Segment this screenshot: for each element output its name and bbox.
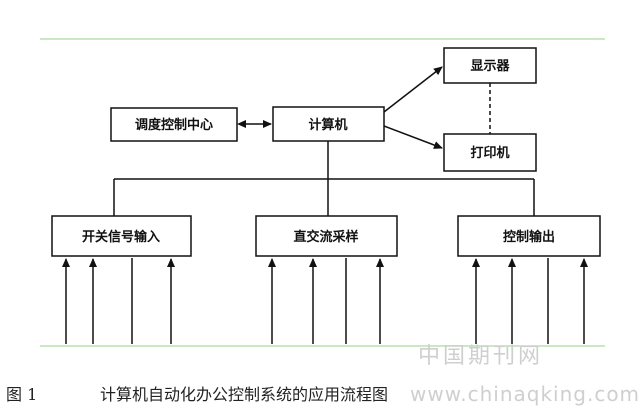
box-control-output: 控制输出 [457, 215, 601, 257]
figure-label: 图 1 [6, 385, 38, 404]
watermark-url: www.chinaqking.com [410, 382, 641, 406]
box-dispatch-center-label: 调度控制中心 [135, 117, 213, 133]
box-switch-input-label: 开关信号输入 [82, 229, 160, 245]
box-computer: 计算机 [272, 106, 385, 142]
box-display: 显示器 [443, 47, 537, 84]
watermark-cn: 中国期刊网 [418, 344, 544, 369]
box-dc-ac-sampling-label: 直交流采样 [293, 229, 358, 245]
computer-to-display-arrow [383, 66, 443, 113]
figure-title: 计算机自动化办公控制系统的应用流程图 [100, 385, 389, 404]
box-printer: 打印机 [443, 133, 537, 172]
computer-to-printer-arrow [383, 125, 443, 149]
box-printer-label: 打印机 [470, 145, 509, 161]
box-control-output-label: 控制输出 [503, 229, 555, 245]
box-switch-input: 开关信号输入 [51, 215, 192, 257]
box-dc-ac-sampling: 直交流采样 [255, 215, 398, 257]
box-computer-label: 计算机 [308, 117, 347, 133]
box-dispatch-center: 调度控制中心 [110, 107, 238, 142]
box-display-label: 显示器 [470, 59, 510, 74]
